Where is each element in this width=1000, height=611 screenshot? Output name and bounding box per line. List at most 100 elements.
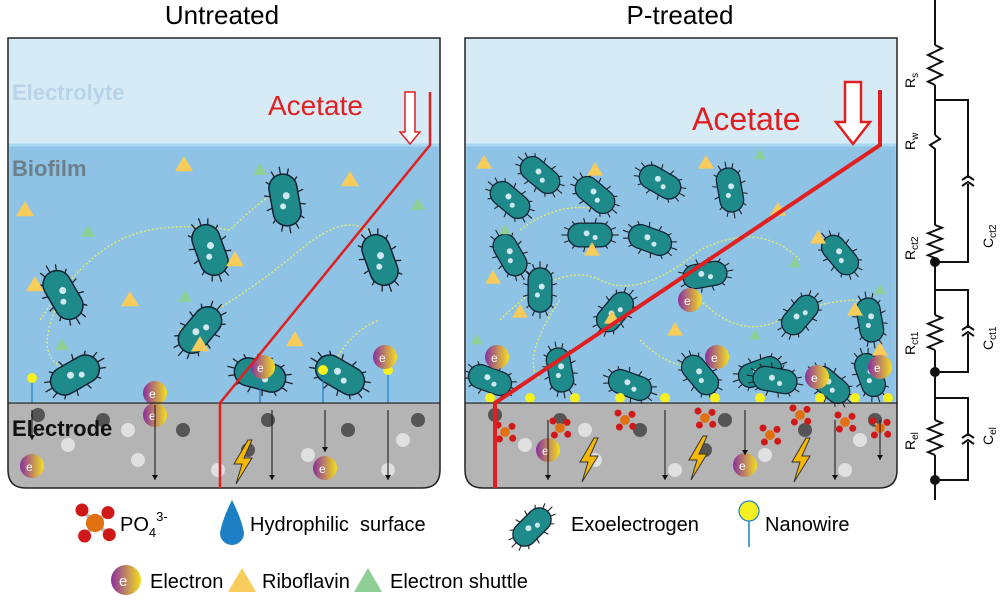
electrode-particle	[396, 433, 410, 447]
electrode-particle	[633, 423, 647, 437]
svg-text:Rct2: Rct2	[902, 236, 921, 260]
svg-text:e: e	[319, 462, 326, 476]
circuit-node	[930, 475, 940, 485]
svg-text:Cct2: Cct2	[980, 224, 999, 248]
electron-shuttle	[178, 290, 192, 302]
svg-text:e: e	[491, 351, 498, 365]
lightning-icon	[688, 435, 708, 481]
exoelectrogen-bacterium	[817, 230, 863, 280]
phosphate	[834, 411, 857, 433]
exoelectrogen-bacterium	[264, 166, 306, 234]
svg-text:Rw: Rw	[902, 132, 921, 150]
riboflavin	[26, 276, 44, 292]
electron: e	[733, 453, 757, 477]
legend-exoelectrogen: Exoelectrogen	[571, 514, 699, 536]
electrode-particle	[96, 413, 110, 427]
svg-text:e: e	[811, 371, 818, 385]
resistor-rel	[925, 419, 945, 456]
electrode-particle	[718, 413, 732, 427]
svg-text:e: e	[149, 387, 156, 401]
exoelectrogen-bacterium	[746, 362, 804, 398]
electrode-particle	[121, 423, 135, 437]
riboflavin	[175, 156, 193, 172]
svg-text:e: e	[379, 351, 386, 365]
legend-hydrophilic: Hydrophilic surface	[250, 514, 426, 536]
capacitor-branch	[935, 289, 975, 373]
electron-shuttle	[754, 149, 766, 160]
riboflavin	[872, 342, 888, 356]
phosphate	[75, 503, 116, 543]
riboflavin-icon	[228, 568, 256, 592]
svg-text:Rs: Rs	[902, 73, 921, 88]
riboflavin	[16, 201, 34, 217]
hydrophilic-drop-icon	[220, 500, 244, 545]
electron-icon: e	[111, 565, 141, 595]
exoelectrogen-bacterium	[523, 261, 557, 319]
svg-text:e: e	[684, 294, 691, 308]
exoelectrogen-bacterium	[622, 220, 678, 260]
riboflavin	[698, 155, 714, 169]
resistor-rs	[925, 44, 945, 86]
equivalent-circuit	[925, 0, 975, 500]
electron-shuttle	[411, 198, 425, 210]
electrode-particle	[301, 448, 315, 462]
exoelectrogen-bacterium	[570, 172, 620, 218]
electron-shuttle	[789, 257, 801, 268]
electron-shuttle	[471, 334, 483, 345]
electron-shuttle	[55, 338, 69, 350]
riboflavin	[476, 155, 492, 169]
phosphate-icon	[75, 503, 116, 543]
panel-title-p-treated: P-treated	[627, 0, 734, 30]
riboflavin	[667, 322, 683, 336]
electron: e	[20, 454, 44, 478]
electron: e	[313, 456, 337, 480]
resistor-rct2	[925, 224, 945, 259]
electron: e	[485, 345, 509, 369]
biofilm-label: Biofilm	[12, 156, 87, 181]
exoelectrogen-bacterium	[489, 228, 531, 282]
lightning-icon	[791, 437, 811, 483]
electrode-particle	[758, 448, 772, 462]
p-treated-panel: e e e e e e e	[465, 38, 897, 488]
electron-shuttle	[81, 225, 95, 237]
circuit-node	[930, 367, 940, 377]
riboflavin	[121, 291, 139, 307]
exoelectrogen-bacterium	[633, 161, 687, 203]
electron-shuttle	[253, 163, 267, 175]
legend-phosphate: PO43-	[120, 509, 168, 540]
electrode-label: Electrode	[12, 416, 112, 441]
exoelectrogen-bacterium	[515, 152, 565, 198]
phosphate	[614, 409, 637, 431]
nanowire-icon	[738, 500, 760, 547]
electrode-particle	[838, 463, 852, 477]
svg-text:e: e	[711, 351, 718, 365]
electrode-particle	[261, 413, 275, 427]
riboflavin	[847, 302, 863, 316]
electrode-particle	[176, 423, 190, 437]
svg-text:e: e	[542, 444, 549, 458]
electrode-particle	[131, 453, 145, 467]
svg-text:e: e	[119, 573, 127, 590]
exoelectrogen-bacterium	[712, 161, 748, 219]
electrode-particle	[668, 463, 682, 477]
riboflavin	[584, 242, 600, 256]
panel-title-untreated: Untreated	[165, 0, 279, 30]
electron: e	[868, 355, 892, 379]
riboflavin	[341, 171, 359, 187]
electrode-particle	[61, 438, 75, 452]
riboflavin	[226, 251, 244, 267]
exoelectrogen-bacterium	[309, 350, 371, 400]
exoelectrogen-bacterium	[542, 341, 578, 399]
acetate-gradient-lines	[218, 80, 882, 488]
exoelectrogen-bacterium	[777, 290, 823, 340]
electrode-particle	[31, 408, 45, 422]
phosphate	[759, 424, 782, 446]
electrode-particle	[518, 438, 532, 452]
exoelectrogen-bacterium	[852, 291, 888, 349]
exoelectrogen-bacterium	[677, 350, 723, 400]
capacitor-branch	[935, 397, 975, 481]
riboflavin	[810, 230, 826, 244]
electron: e	[805, 365, 829, 389]
riboflavin	[485, 270, 501, 284]
